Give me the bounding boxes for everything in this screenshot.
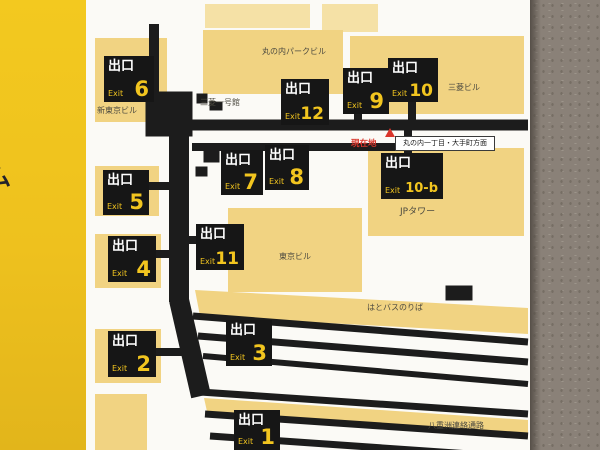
exit-row: Exit 4 xyxy=(112,257,152,282)
sign-yellow-border: ム xyxy=(0,0,86,450)
exit-en-text: Exit xyxy=(200,257,216,267)
exit-number: 7 xyxy=(243,170,258,195)
building-block-top-1 xyxy=(205,4,310,28)
exit-jp-text: 出口 xyxy=(285,82,312,97)
area-label-hatobus: はとバスのりば xyxy=(367,303,423,312)
building-block-tokyo-bldg xyxy=(228,208,362,292)
exit-11-badge: 出口 Exit 11 xyxy=(196,224,244,270)
exit-jp-text: 出口 xyxy=(107,173,134,188)
exit-en-text: Exit xyxy=(108,89,124,99)
exit-jp-text: 出口 xyxy=(112,334,139,349)
exit-number: 5 xyxy=(129,190,144,215)
exit-10-badge: 出口 Exit 10 xyxy=(388,58,438,102)
exit-1-badge: 出口 Exit 1 xyxy=(234,410,280,450)
exit-10b-badge: 出口 Exit 10-b xyxy=(381,153,443,199)
exit-en-text: Exit xyxy=(347,101,363,111)
exit-row: Exit 1 xyxy=(238,425,276,450)
exit-jp-text: 出口 xyxy=(385,156,412,171)
wall-background xyxy=(530,0,600,450)
partial-japanese-text: ム xyxy=(0,158,11,188)
you-are-here-label: 現在地 xyxy=(351,139,377,149)
exit-row: Exit 5 xyxy=(107,190,145,215)
exit-4-badge: 出口 Exit 4 xyxy=(108,236,156,282)
exit-en-text: Exit xyxy=(285,112,301,122)
exit-row: Exit 10 xyxy=(392,80,434,101)
exit-number: 1 xyxy=(260,425,275,450)
exit-en-text: Exit xyxy=(230,353,246,363)
exit-row: Exit 3 xyxy=(230,341,268,366)
exit-number: 10-b xyxy=(405,180,438,196)
exit-row: Exit 11 xyxy=(200,248,240,269)
exit-number: 9 xyxy=(369,89,384,114)
exit-row: Exit 8 xyxy=(269,165,305,190)
exit-row: Exit 6 xyxy=(108,77,150,102)
exit-jp-text: 出口 xyxy=(225,153,252,168)
building-label-ichigokan: 三菱一号館 xyxy=(200,98,240,107)
exit-row: Exit 12 xyxy=(285,103,325,124)
exit-number: 8 xyxy=(289,165,304,190)
area-label-yaesu-passage: 八重洲連絡通路 xyxy=(428,421,484,430)
exit-row: Exit 7 xyxy=(225,170,259,195)
exit-12-badge: 出口 Exit 12 xyxy=(281,79,329,125)
building-label-marunouchi-park: 丸の内パークビル xyxy=(262,47,326,56)
exit-number: 10 xyxy=(409,80,433,101)
exit-jp-text: 出口 xyxy=(269,148,296,163)
exit-5-badge: 出口 Exit 5 xyxy=(103,170,149,215)
exit-jp-text: 出口 xyxy=(392,61,419,76)
building-block-top-2 xyxy=(322,4,378,32)
exit-en-text: Exit xyxy=(392,89,408,99)
exit-jp-text: 出口 xyxy=(347,71,374,86)
exit-row: Exit 10-b xyxy=(385,180,439,196)
exit-jp-text: 出口 xyxy=(200,227,227,242)
exit-2-badge: 出口 Exit 2 xyxy=(108,331,156,377)
exit-3-badge: 出口 Exit 3 xyxy=(226,320,272,366)
building-label-tokyo-bldg: 東京ビル xyxy=(279,252,311,261)
exit-jp-text: 出口 xyxy=(108,59,135,74)
exit-6-badge: 出口 Exit 6 xyxy=(104,56,154,102)
exit-number: 4 xyxy=(136,257,151,282)
building-label-shin-tokyo: 新東京ビル xyxy=(97,106,137,115)
exit-number: 6 xyxy=(134,77,149,102)
exit-row: Exit 9 xyxy=(347,89,385,114)
exit-7-badge: 出口 Exit 7 xyxy=(221,150,263,195)
building-label-mitsubishi: 三菱ビル xyxy=(448,83,480,92)
exit-number: 3 xyxy=(252,341,267,366)
exit-en-text: Exit xyxy=(107,202,123,212)
building-label-jp-tower: JPタワー xyxy=(400,207,436,217)
exit-number: 11 xyxy=(215,248,239,269)
exit-jp-text: 出口 xyxy=(112,239,139,254)
exit-en-text: Exit xyxy=(112,364,128,374)
exit-number: 12 xyxy=(300,103,324,124)
exit-jp-text: 出口 xyxy=(230,323,257,338)
direction-sign: 丸の内一丁目・大手町方面 xyxy=(395,136,495,151)
exit-en-text: Exit xyxy=(225,182,241,192)
exit-8-badge: 出口 Exit 8 xyxy=(265,145,309,190)
exit-en-text: Exit xyxy=(112,269,128,279)
partial-japanese-text-clip: ム xyxy=(0,158,15,188)
exit-row: Exit 2 xyxy=(112,352,152,377)
exit-en-text: Exit xyxy=(385,186,401,196)
exit-en-text: Exit xyxy=(269,177,285,187)
building-block-bottom-left xyxy=(95,394,147,450)
exit-number: 2 xyxy=(136,352,151,377)
exit-en-text: Exit xyxy=(238,437,254,447)
you-are-here-marker-icon xyxy=(385,128,395,137)
exit-9-badge: 出口 Exit 9 xyxy=(343,68,389,114)
